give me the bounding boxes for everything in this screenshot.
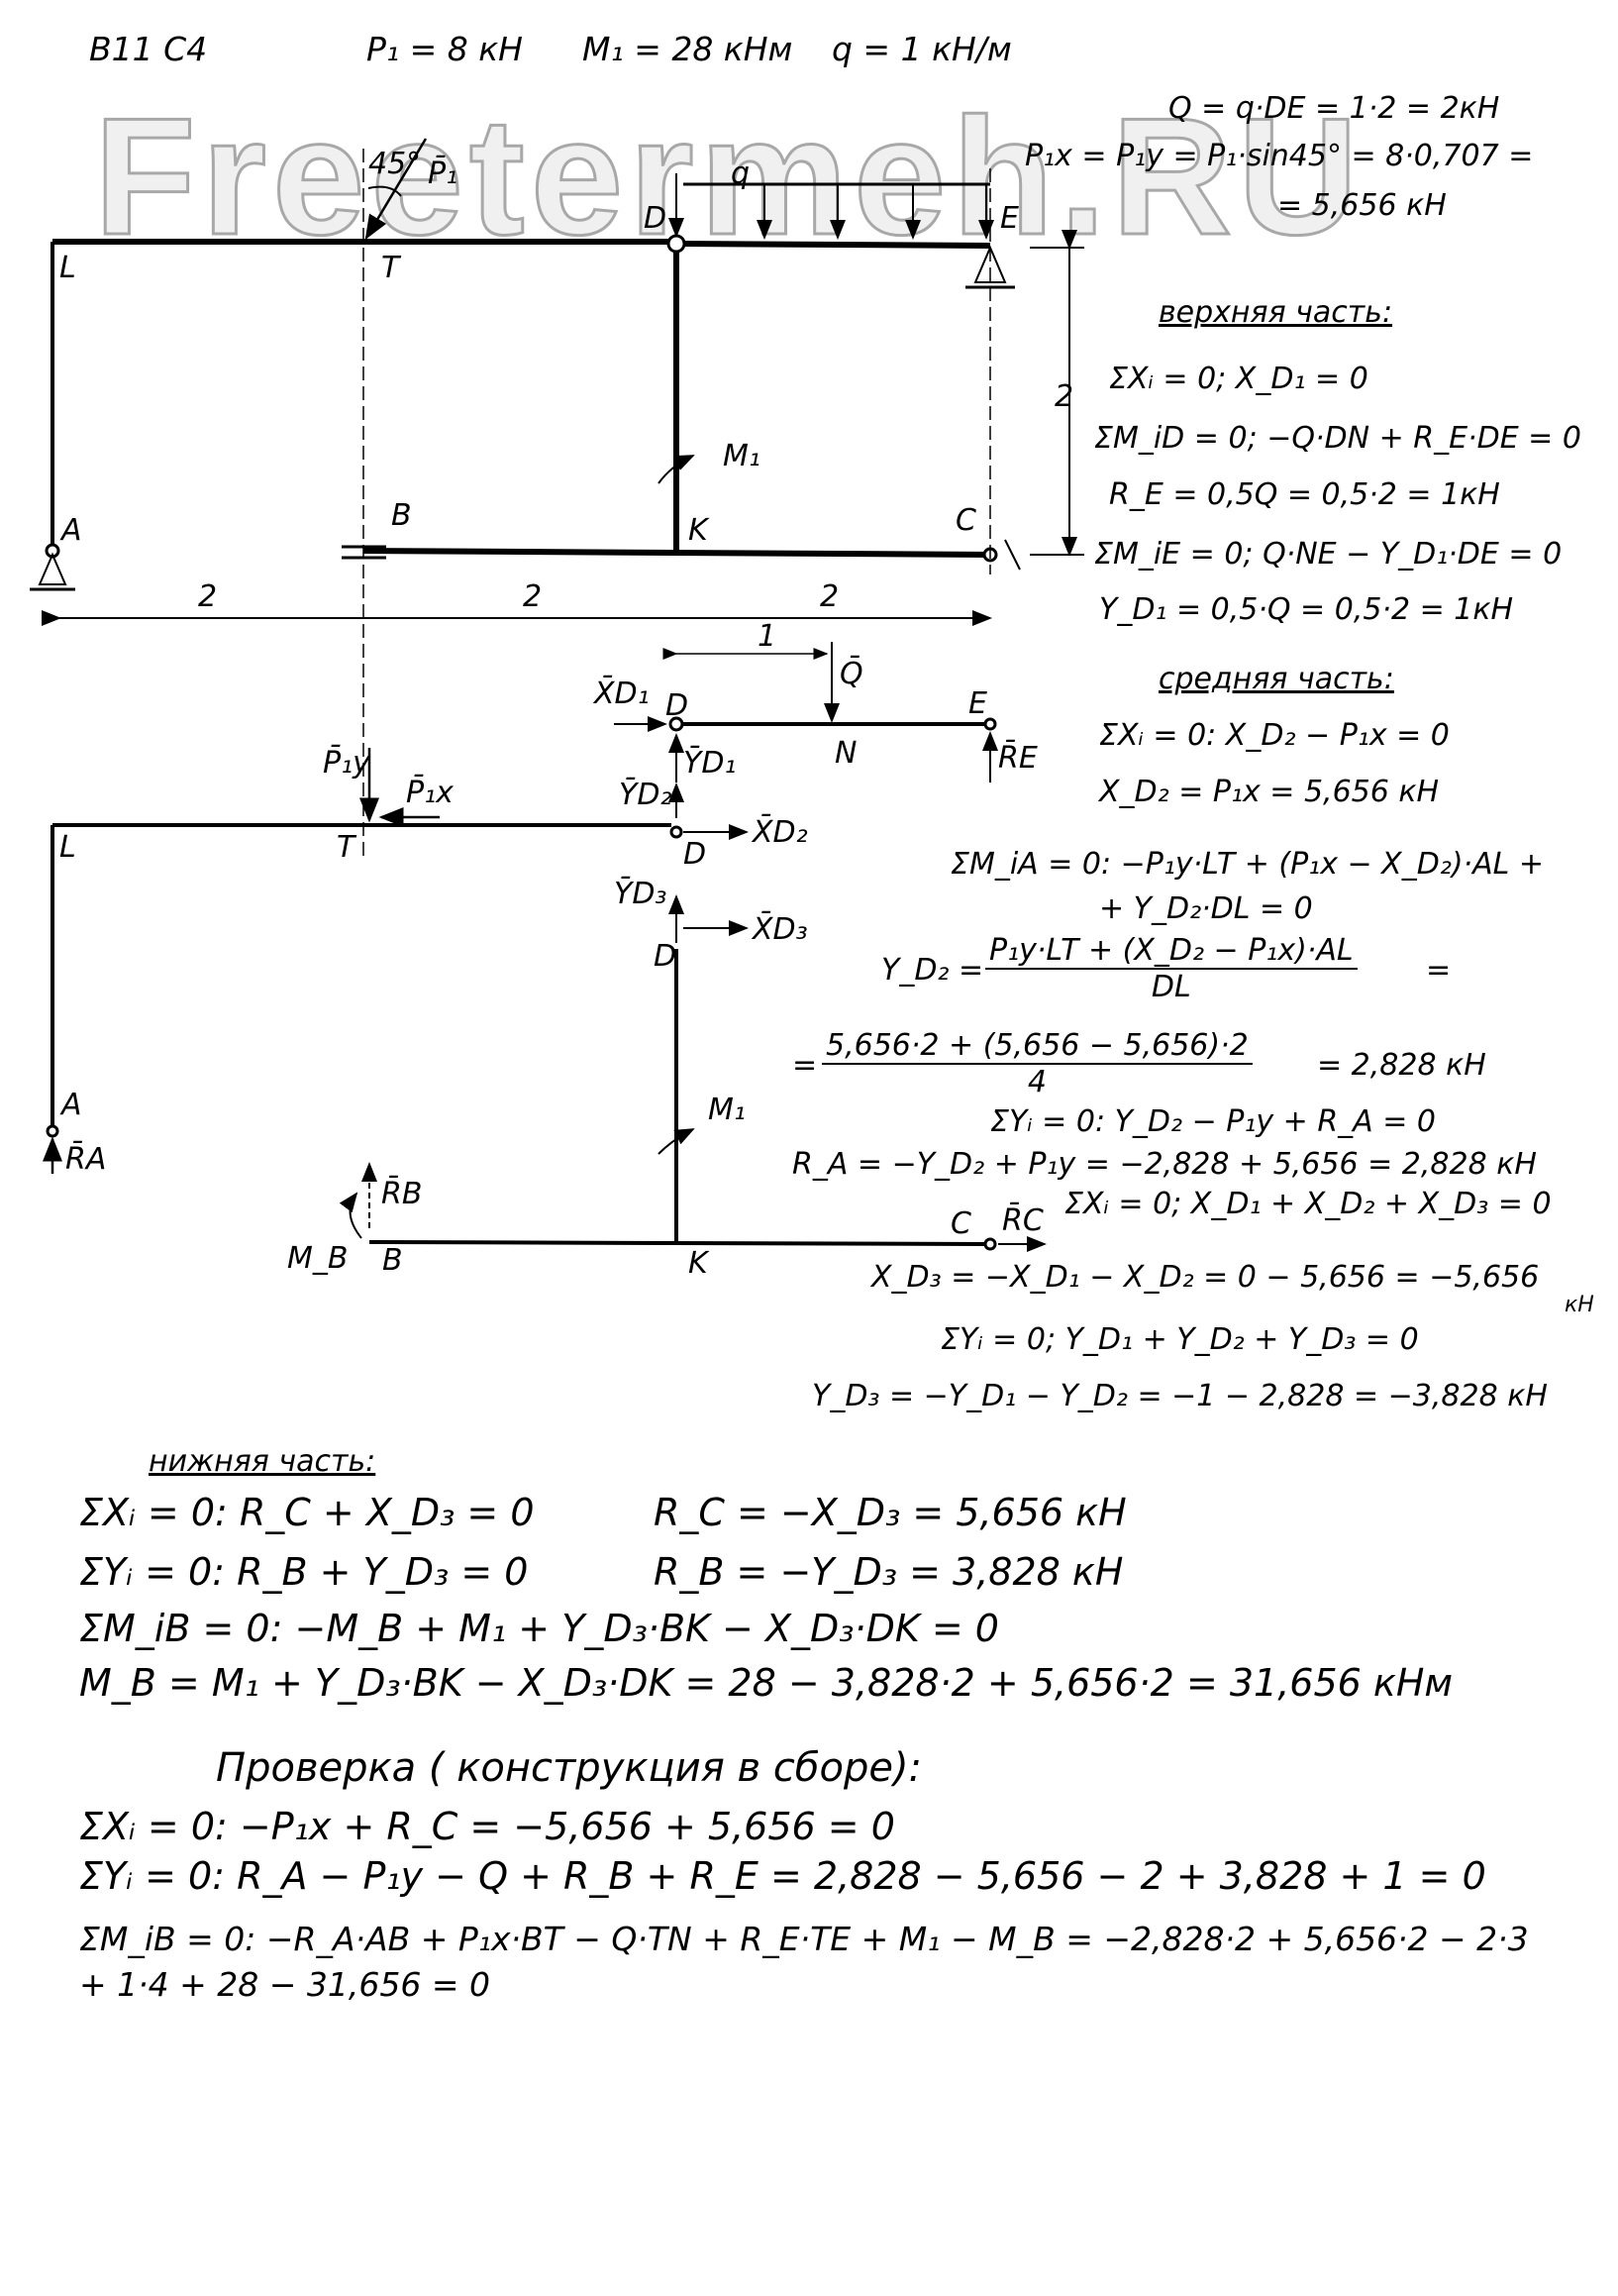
eq-m6-fraction: 5,656·2 + (5,656 − 5,656)·2 4 xyxy=(822,1028,1253,1099)
label-XD1: X̄D₁ xyxy=(592,676,650,711)
label-A: A xyxy=(59,513,82,548)
label-YD3: ȲD₃ xyxy=(614,876,666,911)
label-L: L xyxy=(59,830,76,865)
label-A: A xyxy=(59,1088,82,1122)
eq-m6-lhs: = xyxy=(792,1048,818,1083)
given-p1: P₁ = 8 кН xyxy=(366,30,523,68)
fraction-denominator: DL xyxy=(1151,970,1191,1004)
label-YD2: ȲD₂ xyxy=(619,777,671,812)
eq-m11: ΣYᵢ = 0; Y_D₁ + Y_D₂ + Y_D₃ = 0 xyxy=(941,1322,1419,1357)
fraction-numerator: 5,656·2 + (5,656 − 5,656)·2 xyxy=(822,1028,1253,1065)
label-P1: P̄₁ xyxy=(428,156,457,191)
label-K: K xyxy=(688,513,710,548)
label-M1: M₁ xyxy=(708,1093,746,1127)
structure-middle xyxy=(43,642,1047,1252)
eq-m6-result: = 2,828 кН xyxy=(1317,1048,1486,1083)
eq-m2: X_D₂ = P₁x = 5,656 кН xyxy=(1099,775,1440,809)
dim-2: 2 xyxy=(523,579,542,614)
given-m1: M₁ = 28 кНм xyxy=(582,30,793,68)
label-RB: R̄B xyxy=(381,1176,422,1211)
label-P1y: P̄₁y xyxy=(323,745,371,781)
eq-l2b: R_B = −Y_D₃ = 3,828 кН xyxy=(654,1550,1124,1594)
structure-top-labels: L T D E A B K C 45° P̄₁ q M₁ 2 2 2 2 xyxy=(59,147,1073,614)
eq-m5-fraction: P₁y·LT + (X_D₂ − P₁x)·AL DL xyxy=(985,933,1358,1004)
eq-m3: ΣM_iA = 0: −P₁y·LT + (P₁x − X_D₂)·AL + xyxy=(951,847,1545,882)
dim-dn: 1 xyxy=(758,619,776,654)
label-XD2: X̄D₂ xyxy=(751,814,808,850)
eq-l1a: ΣXᵢ = 0: R_C + X_D₃ = 0 xyxy=(79,1491,535,1534)
label-E: E xyxy=(968,686,987,721)
label-C: C xyxy=(951,1206,971,1241)
fraction-numerator: P₁y·LT + (X_D₂ − P₁x)·AL xyxy=(985,933,1358,970)
eq-l1b: R_C = −X_D₃ = 5,656 кН xyxy=(654,1491,1127,1534)
dim-1: 2 xyxy=(198,579,217,614)
eq-u5: Y_D₁ = 0,5·Q = 0,5·2 = 1кН xyxy=(1099,592,1514,627)
eq-l4: M_B = M₁ + Y_D₃·BK − X_D₃·DK = 28 − 3,82… xyxy=(79,1661,1454,1705)
label-D: D xyxy=(644,201,666,236)
eq-l3: ΣM_iB = 0: −M_B + M₁ + Y_D₃·BK − X_D₃·DK… xyxy=(79,1607,999,1650)
label-Q: Q̄ xyxy=(840,656,863,691)
eq-c3: ΣM_iB = 0: −R_A·AB + P₁x·BT − Q·TN + R_E… xyxy=(79,1920,1529,2004)
check-heading: Проверка ( конструкция в сборе): xyxy=(216,1745,923,1791)
eq-m8: R_A = −Y_D₂ + P₁y = −2,828 + 5,656 = 2,8… xyxy=(792,1147,1537,1182)
label-RE: R̄E xyxy=(998,740,1038,776)
eq-m4: + Y_D₂·DL = 0 xyxy=(1099,891,1313,926)
eq-u3: R_E = 0,5Q = 0,5·2 = 1кН xyxy=(1109,477,1500,512)
eq-m1: ΣXᵢ = 0: X_D₂ − P₁x = 0 xyxy=(1099,718,1450,753)
label-D: D xyxy=(683,837,706,872)
label-RA: R̄A xyxy=(65,1141,106,1177)
eq-m5-equals: = xyxy=(1426,953,1452,988)
eq-c1: ΣXᵢ = 0: −P₁x + R_C = −5,656 + 5,656 = 0 xyxy=(79,1805,895,1848)
label-T: T xyxy=(381,251,402,285)
eq-m9: ΣXᵢ = 0; X_D₁ + X_D₂ + X_D₃ = 0 xyxy=(1064,1187,1552,1221)
label-B: B xyxy=(391,498,412,533)
dim-height: 2 xyxy=(1055,379,1073,414)
eq-m10-unit: кН xyxy=(1565,1293,1594,1317)
eq-u2: ΣM_iD = 0; −Q·DN + R_E·DE = 0 xyxy=(1094,421,1581,456)
label-K: K xyxy=(688,1246,710,1281)
fraction-denominator: 4 xyxy=(1027,1065,1047,1099)
eq-q: Q = q·DE = 1·2 = 2кН xyxy=(1168,91,1500,126)
eq-m5-lhs: Y_D₂ = xyxy=(881,953,984,988)
label-M1: M₁ xyxy=(723,439,760,473)
given-q: q = 1 кН/м xyxy=(832,30,1012,68)
eq-u4: ΣM_iE = 0; Q·NE − Y_D₁·DE = 0 xyxy=(1094,537,1563,572)
variant-label: B11 C4 xyxy=(89,30,208,68)
label-D: D xyxy=(665,688,688,723)
eq-l2a: ΣYᵢ = 0: R_B + Y_D₃ = 0 xyxy=(79,1550,529,1594)
label-E: E xyxy=(1000,201,1019,236)
label-T: T xyxy=(337,830,357,865)
label-N: N xyxy=(835,736,857,771)
eq-u1: ΣXᵢ = 0; X_D₁ = 0 xyxy=(1109,362,1368,396)
middle-part-heading: средняя часть: xyxy=(1159,662,1394,696)
upper-part-heading: верхняя часть: xyxy=(1159,295,1393,330)
eq-p-result: = 5,656 кН xyxy=(1277,188,1447,223)
eq-p: P₁x = P₁y = P₁·sin45° = 8·0,707 = xyxy=(1025,139,1534,173)
label-XD3: X̄D₃ xyxy=(751,911,808,947)
structure-top xyxy=(30,138,1084,862)
eq-m12: Y_D₃ = −Y_D₁ − Y_D₂ = −1 − 2,828 = −3,82… xyxy=(812,1379,1548,1413)
eq-m10: X_D₃ = −X_D₁ − X_D₂ = 0 − 5,656 = −5,656 xyxy=(871,1260,1540,1295)
label-P1x: P̄₁x xyxy=(406,775,454,810)
label-YD1: ȲD₁ xyxy=(683,745,736,781)
eq-m7: ΣYᵢ = 0: Y_D₂ − P₁y + R_A = 0 xyxy=(990,1104,1436,1139)
label-C: C xyxy=(956,503,976,538)
lower-part-heading: нижняя часть: xyxy=(149,1444,376,1479)
eq-c2: ΣYᵢ = 0: R_A − P₁y − Q + R_B + R_E = 2,8… xyxy=(79,1854,1486,1898)
label-L: L xyxy=(59,251,76,285)
label-MB: M_B xyxy=(287,1241,348,1276)
label-angle: 45° xyxy=(368,147,421,181)
label-q: q xyxy=(731,157,750,191)
label-RC: R̄C xyxy=(1002,1202,1044,1238)
structure-middle-labels: 1 Q̄ X̄D₁ D E ȲD₁ N R̄E P̄₁y P̄₁x ȲD₂ X̄… xyxy=(59,619,1044,1281)
label-B: B xyxy=(382,1243,403,1278)
label-D: D xyxy=(654,939,676,974)
dim-3: 2 xyxy=(820,579,839,614)
